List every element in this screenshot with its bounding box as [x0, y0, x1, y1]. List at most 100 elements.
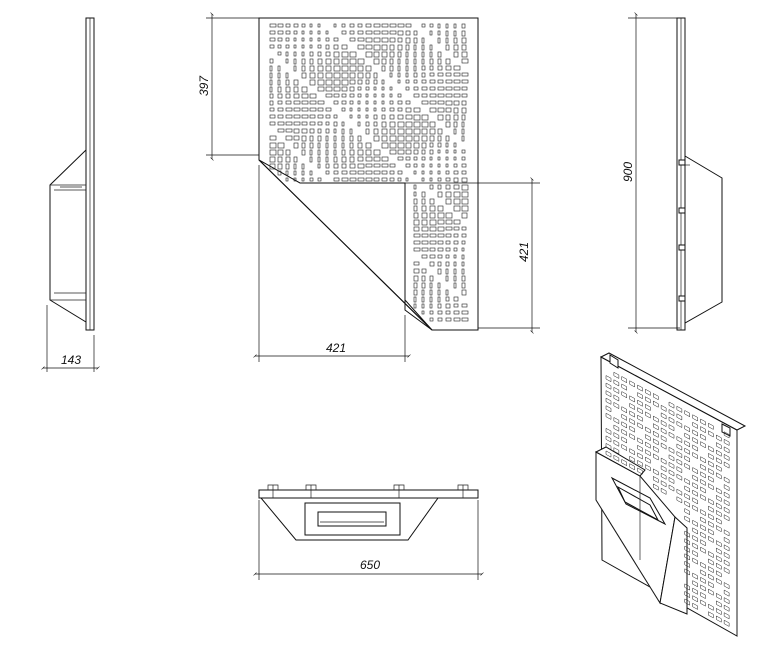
perforation-slot [405, 65, 409, 72]
perforation-slot [285, 135, 293, 141]
perforation-slot [349, 86, 355, 92]
perforation-slot [301, 44, 305, 49]
perforation-slot [309, 79, 316, 86]
perforation-slot [684, 462, 690, 470]
perforation-slot [621, 376, 627, 384]
perforation-slot [421, 51, 425, 58]
perforation-slot [445, 233, 452, 238]
perforation-slot [676, 435, 683, 444]
perforation-slot [357, 65, 364, 72]
perforation-slot [684, 538, 690, 546]
perforation-slot [700, 426, 706, 434]
perforation-slot [445, 114, 451, 121]
perforation-slot [405, 58, 409, 65]
perforation-slot [621, 406, 627, 414]
perforation-slot [373, 37, 381, 43]
perforation-slot [445, 212, 453, 219]
perforation-slot [413, 212, 419, 219]
perforation-slot [668, 431, 675, 439]
perforation-slot [700, 478, 706, 486]
perforation-slot [325, 156, 329, 163]
perforation-slot [293, 114, 301, 119]
perforation-slot [684, 485, 690, 493]
perforation-slot [309, 156, 313, 163]
perforation-slot [357, 121, 361, 127]
perforation-slot [405, 177, 409, 182]
perforation-slot [653, 393, 659, 401]
perforation-slot [723, 612, 730, 620]
perforation-slot [716, 517, 722, 525]
perforation-slot [453, 177, 459, 183]
perforation-slot [285, 23, 291, 28]
perforation-slot [309, 107, 317, 112]
perforation-slot [373, 100, 377, 105]
perforation-slot [373, 107, 377, 112]
perforation-slot [413, 44, 417, 51]
perforation-slot [333, 86, 341, 92]
perforation-slot [373, 135, 380, 142]
perforation-slot [421, 58, 425, 65]
perforation-slot [333, 100, 339, 105]
perforation-slot [413, 275, 419, 282]
perforation-slot [349, 170, 357, 175]
perforation-slot [269, 72, 273, 79]
perforation-slot [629, 463, 635, 471]
perforation-slot [341, 23, 346, 28]
perforation-slot [381, 177, 388, 182]
perforation-slot [333, 51, 340, 58]
perforation-slot [605, 375, 612, 383]
perforation-slot [723, 491, 730, 499]
perforation-slot [629, 455, 635, 463]
perforation-slot [301, 121, 308, 126]
perforation-slot [301, 23, 306, 28]
perforation-slot [309, 170, 313, 176]
perforation-slot [445, 310, 451, 315]
total-width-label: 650 [360, 558, 380, 572]
perforation-slot [381, 156, 389, 162]
perforation-slot [692, 534, 698, 542]
perforation-slot [357, 58, 365, 65]
perforation-slot [629, 425, 635, 433]
perforation-slot [269, 23, 277, 28]
perforation-slot [723, 476, 730, 484]
perforation-slot [405, 72, 409, 78]
perforation-slot [668, 416, 675, 424]
perforation-slot [605, 450, 612, 458]
perforation-slot [421, 121, 429, 128]
perforation-slot [453, 142, 457, 148]
perforation-slot [437, 205, 444, 212]
perforation-slot [421, 135, 428, 142]
perforation-slot [389, 121, 396, 128]
perforation-slot [437, 212, 445, 219]
perforation-slot [660, 404, 667, 412]
perforation-slot [723, 544, 730, 552]
perforation-slot [429, 121, 436, 128]
perforation-slot [445, 317, 452, 322]
perforation-slot [293, 100, 301, 105]
perforation-slot [445, 254, 450, 259]
perforation-slot [437, 268, 442, 275]
perforation-slot [357, 142, 363, 149]
perforation-slot [429, 65, 434, 71]
perforation-slot [645, 449, 651, 457]
perforation-slot [277, 121, 285, 126]
perforation-slot [317, 72, 324, 79]
perforation-slot [301, 58, 306, 65]
perforation-slot [653, 468, 659, 476]
cut-width-label: 421 [326, 341, 346, 355]
perforation-slot [325, 58, 332, 65]
perforation-slot [716, 502, 722, 510]
perforation-slot [461, 23, 466, 29]
perforation-slot [421, 233, 429, 238]
perforation-slot [269, 156, 276, 163]
perforation-slot [325, 44, 330, 50]
perforation-slot [341, 79, 349, 86]
perforation-slot [341, 135, 345, 142]
perforation-slot [341, 107, 346, 112]
perforation-slot [429, 205, 436, 212]
perforation-slot [397, 100, 403, 105]
perforation-slot [309, 72, 316, 79]
perforation-slot [429, 303, 433, 309]
perforation-slot [716, 434, 722, 442]
perforation-slot [716, 442, 722, 450]
